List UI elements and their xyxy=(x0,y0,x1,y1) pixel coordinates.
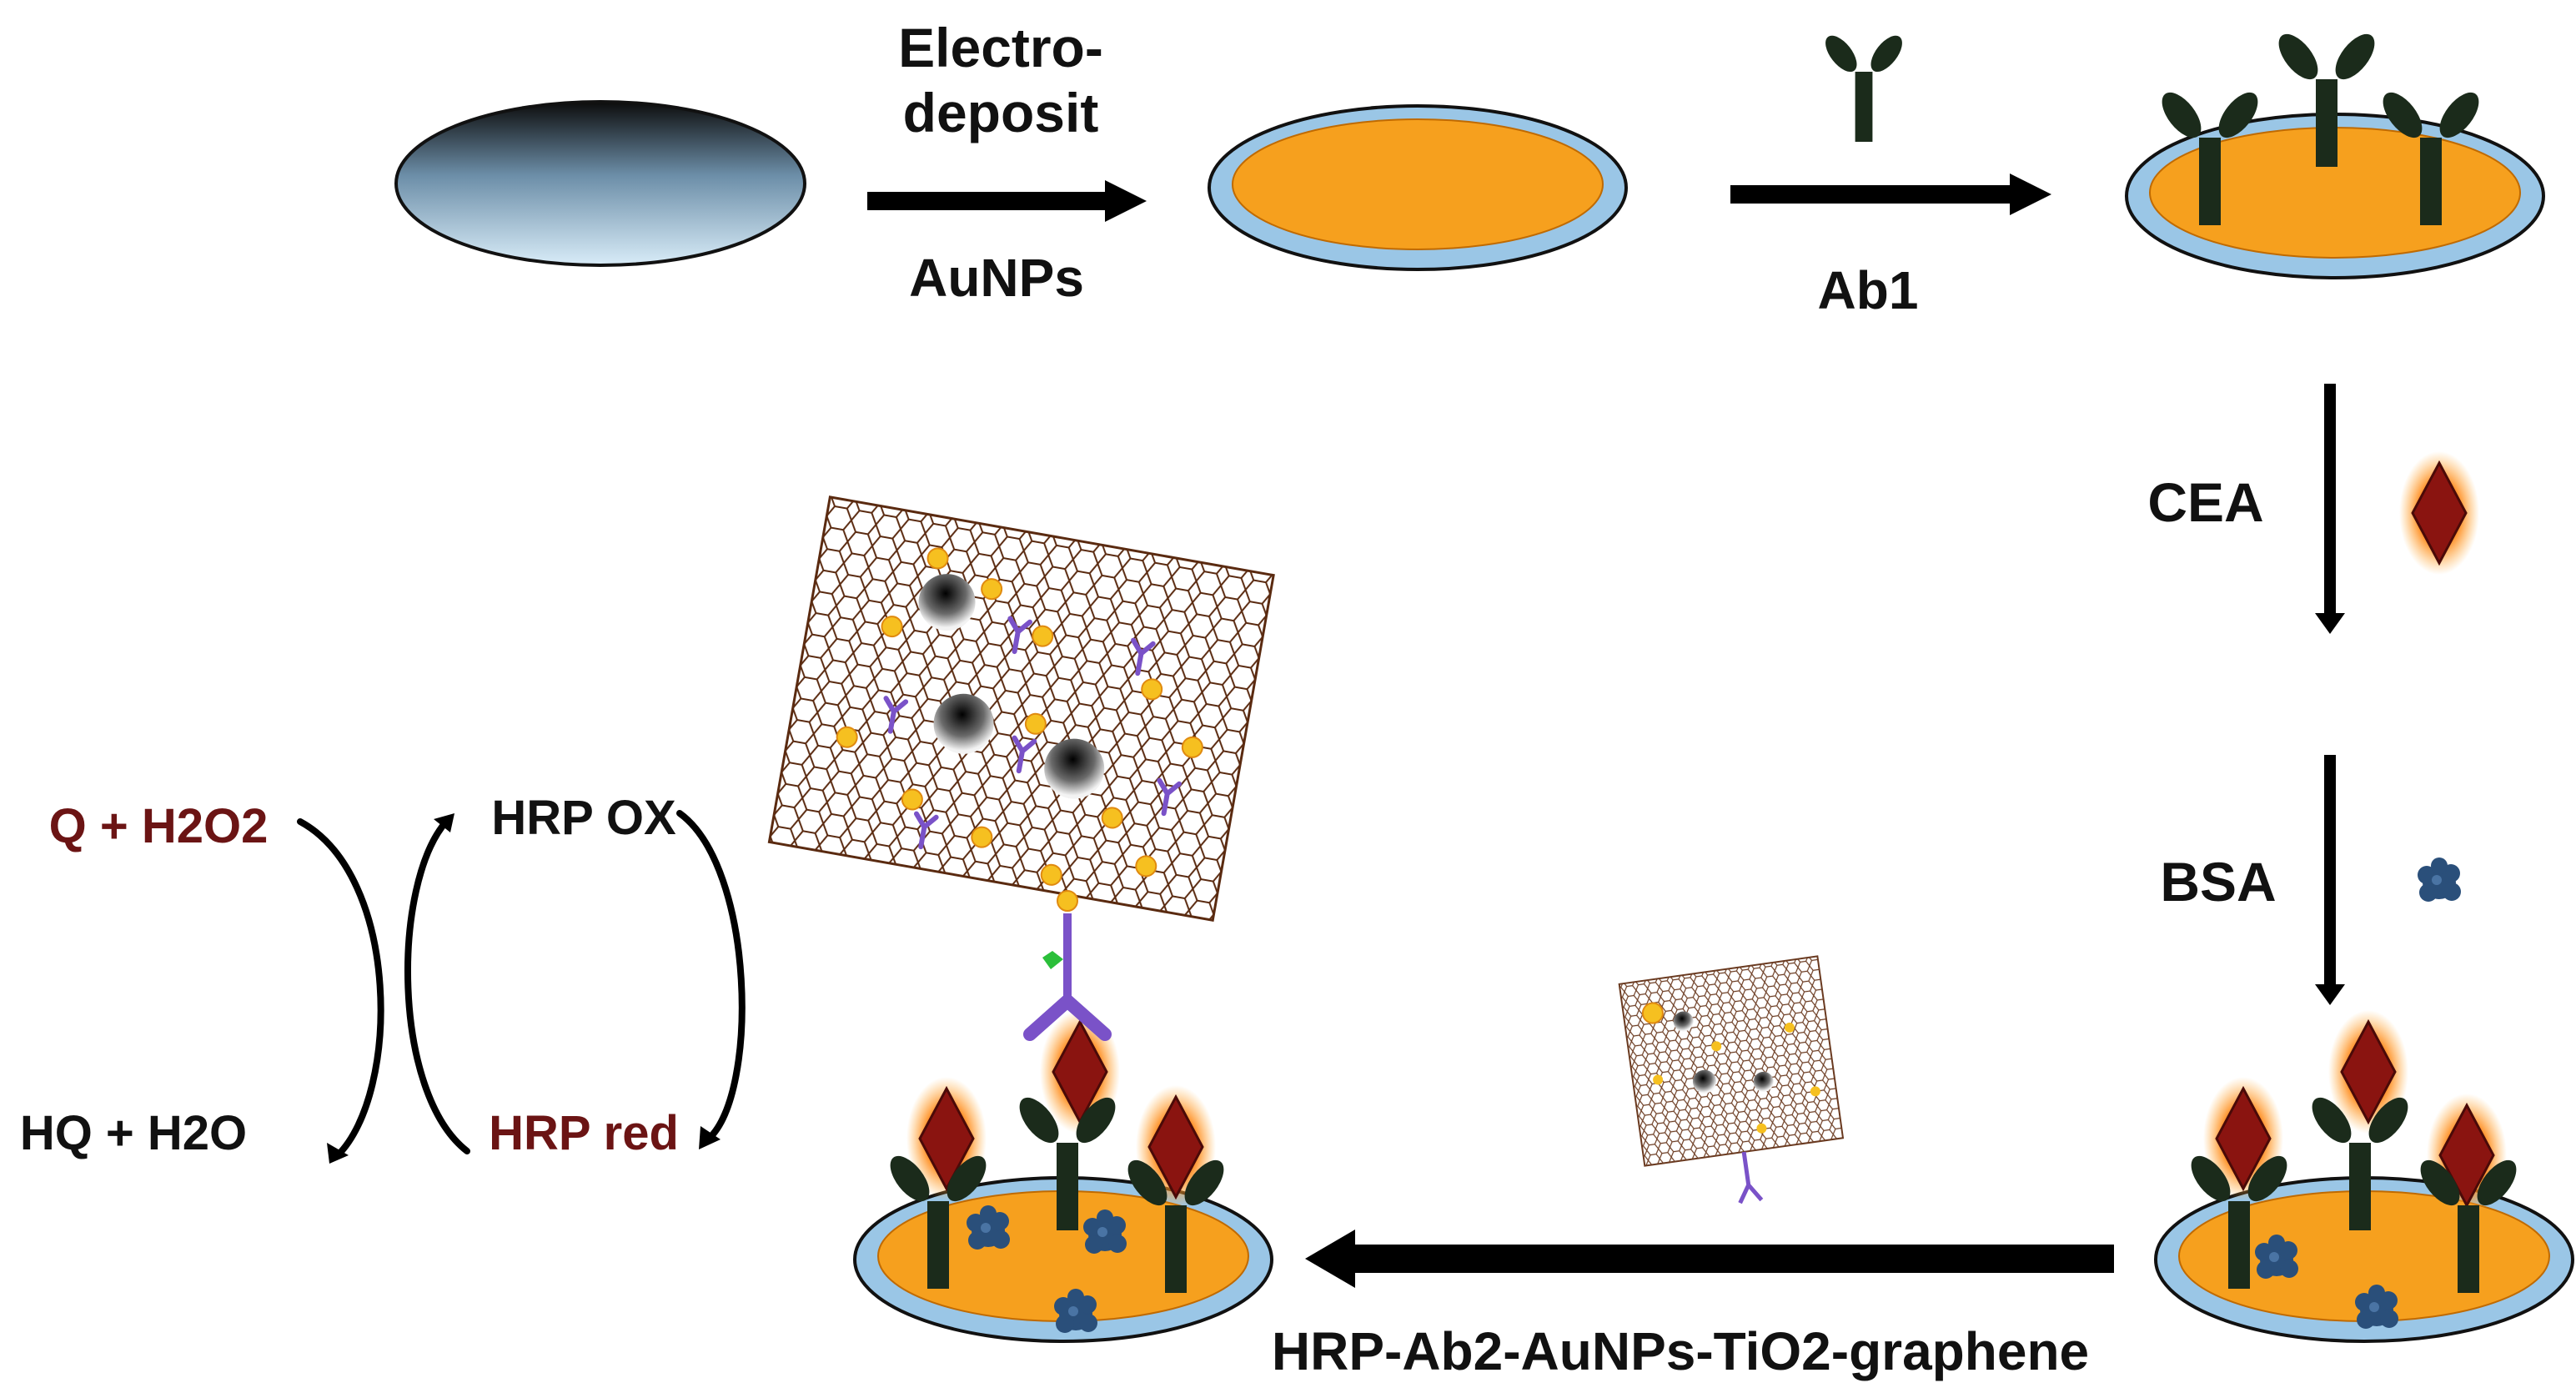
label-bsa: BSA xyxy=(2160,851,2276,913)
cycle-arrowheads xyxy=(327,813,721,1164)
cea-captured-electrode xyxy=(2154,1008,2574,1343)
detection-conjugate-small xyxy=(1618,955,1845,1204)
label-hrp-red: HRP red xyxy=(489,1106,679,1160)
arrow-detection xyxy=(1305,1230,2114,1288)
ab2-linker xyxy=(1023,890,1112,1041)
label-hrp-ox: HRP OX xyxy=(491,791,676,845)
ab1-icon xyxy=(1819,30,1909,142)
graphene-sheet xyxy=(767,495,1275,922)
bare-electrode xyxy=(394,100,806,267)
arrow-bsa xyxy=(2315,755,2345,1005)
label-ab1: Ab1 xyxy=(1818,260,1919,320)
label-deposit: deposit xyxy=(903,82,1099,143)
label-hq-h2o: HQ + H2O xyxy=(20,1106,247,1160)
arrow-electrodeposit xyxy=(867,180,1147,222)
label-aunps: AuNPs xyxy=(909,248,1084,308)
label-cea: CEA xyxy=(2147,471,2263,533)
label-q-h2o2: Q + H2O2 xyxy=(49,799,269,853)
sandwich-electrode xyxy=(853,1008,1273,1343)
bsa-icon xyxy=(2418,857,2461,902)
label-electro: Electro- xyxy=(898,17,1103,78)
arrow-ab1 xyxy=(1730,174,2051,215)
aunp-modified-electrode xyxy=(1208,104,1628,271)
cea-icon xyxy=(2398,450,2481,576)
label-detection-conjugate: HRP-Ab2-AuNPs-TiO2-graphene xyxy=(1272,1321,2089,1381)
ab1-modified-electrode xyxy=(2125,27,2545,279)
cycle-arrows xyxy=(297,810,746,1159)
arrow-cea xyxy=(2315,384,2345,634)
